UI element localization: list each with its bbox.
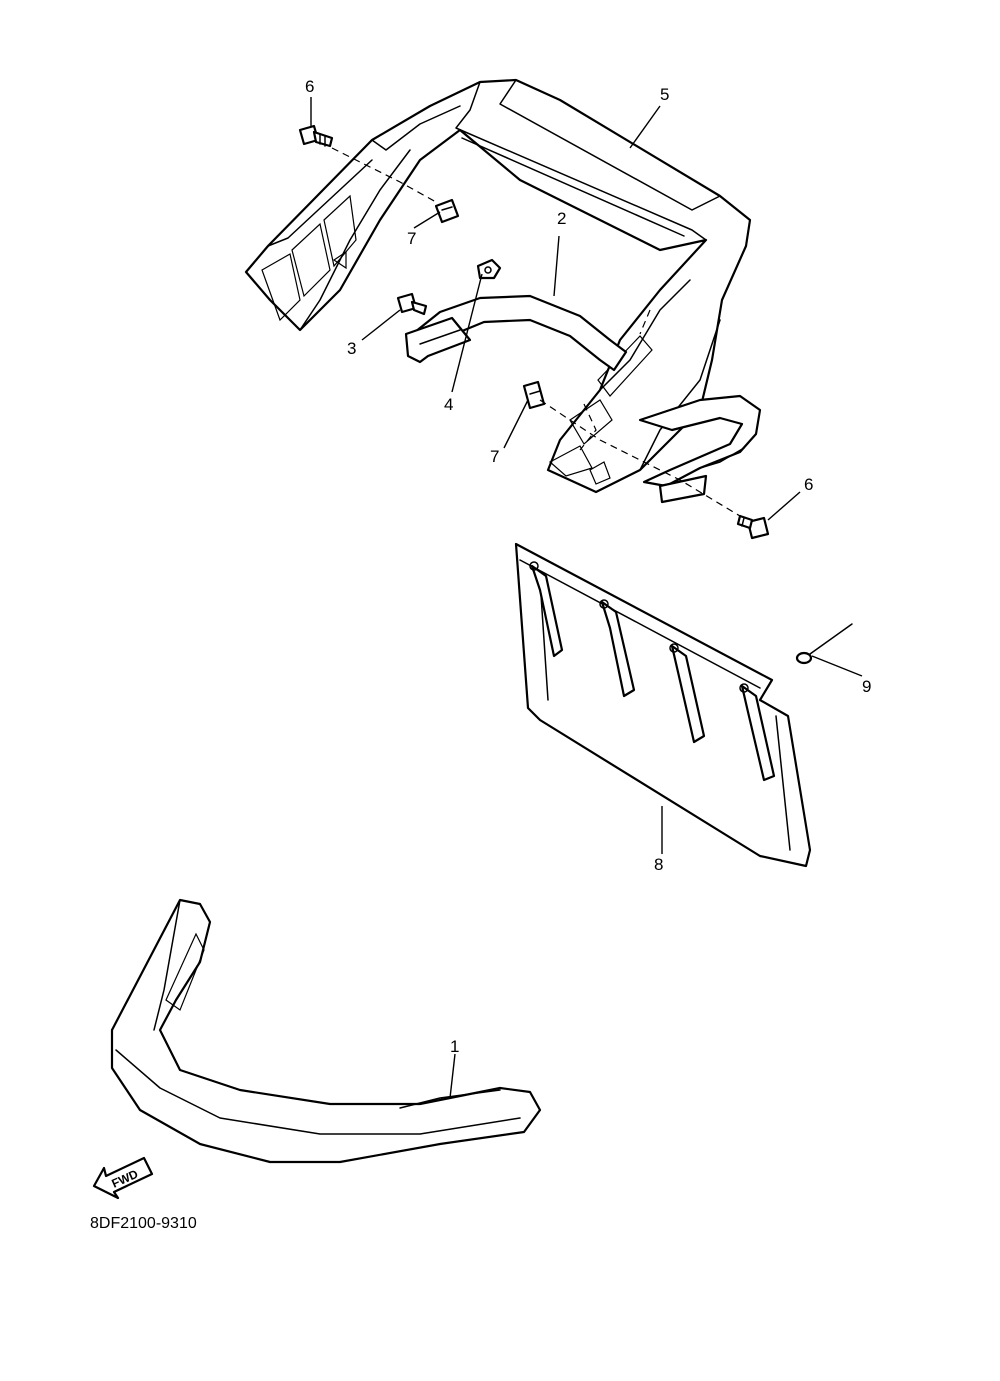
callout-6-lower: 6 bbox=[804, 475, 813, 494]
part-7-clip-lower[interactable] bbox=[522, 380, 546, 410]
assembly-line-upper bbox=[331, 147, 437, 203]
callout-2: 2 bbox=[557, 209, 566, 228]
assembly-line-lower bbox=[539, 399, 741, 517]
callout-3: 3 bbox=[347, 339, 356, 358]
part-3-bolt[interactable] bbox=[396, 292, 428, 316]
part-1-front-bumper[interactable] bbox=[110, 898, 542, 1164]
leader-lines bbox=[310, 97, 863, 1099]
part-7-clip-upper[interactable] bbox=[434, 198, 460, 224]
callout-4: 4 bbox=[444, 395, 453, 414]
fwd-arrow-icon: FWD bbox=[92, 1156, 154, 1200]
callout-7-lower: 7 bbox=[490, 447, 499, 466]
part-6-bolt-lower[interactable] bbox=[736, 514, 770, 540]
part-5-rear-frame[interactable] bbox=[244, 78, 752, 494]
part-6-bolt-upper[interactable] bbox=[298, 124, 334, 148]
part-8-mud-flap[interactable] bbox=[514, 542, 812, 868]
callout-7-upper: 7 bbox=[407, 229, 416, 248]
part-2-lower-bar[interactable] bbox=[404, 294, 762, 504]
diagram-code: 8DF2100-9310 bbox=[90, 1215, 197, 1232]
part-4-nut[interactable] bbox=[476, 258, 502, 280]
callout-5: 5 bbox=[660, 85, 669, 104]
callout-1: 1 bbox=[450, 1037, 459, 1056]
callout-6-upper: 6 bbox=[305, 77, 314, 96]
part-9-rivet[interactable] bbox=[795, 623, 853, 665]
callout-8: 8 bbox=[654, 855, 663, 874]
callout-9: 9 bbox=[862, 677, 871, 696]
